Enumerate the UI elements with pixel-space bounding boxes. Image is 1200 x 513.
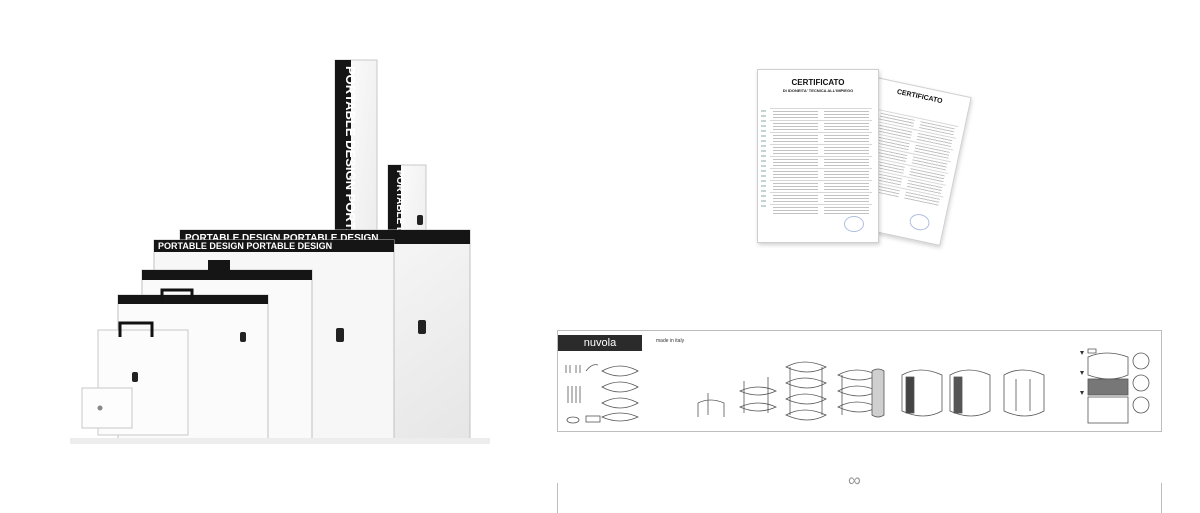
brand-label: nuvola [558, 335, 642, 351]
certificate-side-text [761, 110, 766, 210]
next-sheet-frame: ∞ [557, 470, 1162, 513]
tiny-box-case [81, 387, 133, 429]
certificate-front-page: CERTIFICATO DI IDONEITA' TECNICA ALL'IMP… [757, 69, 879, 243]
product-photo: PORTABLE DESIGN PORTABLE DESIGN PORTABLE… [70, 50, 490, 450]
certificate-subtitle: DI IDONEITA' TECNICA ALL'IMPIEGO [782, 88, 854, 93]
made-in-label: made in italy [656, 338, 685, 344]
certificate-title: CERTIFICATO [791, 78, 845, 87]
assembly-instructions-sheet: nuvola made in italy [557, 330, 1162, 432]
assembly-diagram-icon [565, 348, 1150, 424]
logo-glyph-icon: ∞ [848, 470, 861, 490]
seal-icon [844, 216, 864, 232]
certificate-back-title: CERTIFICATO [896, 88, 944, 106]
svg-text:PORTABLE DESIGN: PORTABLE DESIGN [394, 170, 405, 265]
svg-text:PORTABLE DESIGN PORTABLE DESIG: PORTABLE DESIGN PORTABLE DESIGN [158, 241, 332, 251]
svg-text:PORTABLE DESIGN PORTABLE DESIG: PORTABLE DESIGN PORTABLE DESIGN [185, 233, 379, 244]
certificate-documents: CERTIFICATO CERTIFICATO DI IDONEITA' TEC… [745, 55, 975, 250]
certificate-table [770, 108, 872, 218]
